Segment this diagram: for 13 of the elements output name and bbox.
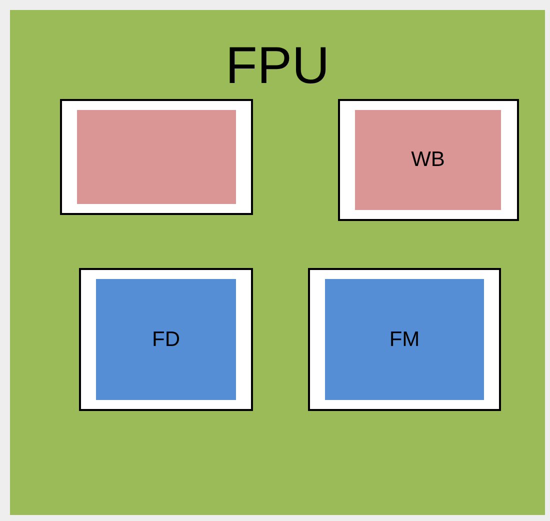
module-frame	[60, 99, 253, 215]
stage-block	[355, 110, 501, 210]
stage-block	[77, 110, 236, 204]
unit-title: FPU	[226, 38, 330, 96]
stage-block	[325, 279, 484, 400]
module-frame	[308, 268, 501, 411]
stage-label: WB	[411, 148, 445, 172]
stage-label: FM	[389, 328, 420, 352]
stage-label: FD	[152, 328, 180, 352]
unit-panel	[10, 10, 545, 515]
module-frame	[79, 268, 253, 411]
module-frame	[338, 99, 519, 221]
stage-block	[96, 279, 236, 400]
